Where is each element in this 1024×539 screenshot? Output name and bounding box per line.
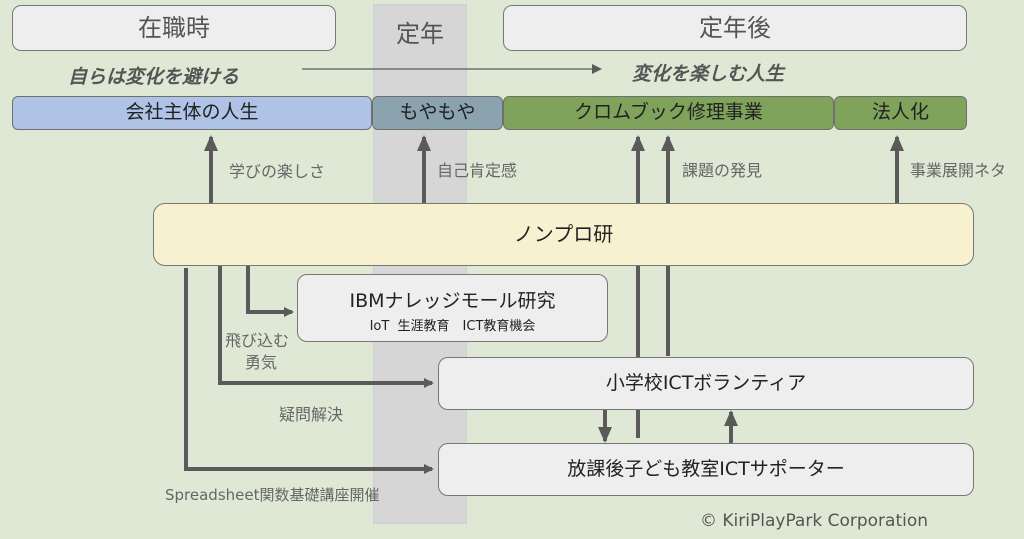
node-nonpro-ken: ノンプロ研	[153, 203, 974, 266]
phase-post-retirement-header: 定年後	[503, 5, 967, 51]
label-courage-line2: 勇気	[245, 353, 278, 372]
arrow-to-ibm	[246, 266, 294, 317]
stage-company-life: 会社主体の人生	[12, 96, 372, 130]
node-afterschool-ict-supporter: 放課後子ども教室ICTサポーター	[438, 443, 974, 496]
arrow-to-elementary	[218, 266, 434, 388]
stage-incorporation: 法人化	[834, 96, 967, 130]
stage-chromebook-repair: クロムブック修理事業	[503, 96, 834, 130]
ibm-subtitle: IoT 生涯教育 ICT教育機会	[369, 319, 536, 334]
label-spreadsheet-course: Spreadsheet関数基礎講座開催	[165, 486, 380, 504]
copyright-footer: © KiriPlayPark Corporation	[700, 511, 929, 531]
label-self-affirmation: 自己肯定感	[437, 161, 518, 180]
node-ibm-knowledge-mall: IBMナレッジモール研究 IoT 生涯教育 ICT教育機会	[297, 274, 608, 342]
ibm-title: IBMナレッジモール研究	[349, 290, 556, 312]
label-question-solving: 疑問解決	[279, 405, 344, 424]
motto-before: 自らは変化を避ける	[68, 66, 240, 88]
label-joy-of-learning: 学びの楽しさ	[229, 162, 326, 181]
label-courage-line1: 飛び込む	[225, 331, 290, 350]
label-problem-discovery: 課題の発見	[682, 161, 763, 180]
node-elementary-ict-volunteer: 小学校ICTボランティア	[438, 357, 974, 410]
label-business-ideas: 事業展開ネタ	[910, 161, 1007, 180]
phase-retirement-label: 定年	[396, 20, 444, 48]
motto-after: 変化を楽しむ人生	[632, 63, 785, 85]
phase-employed-header: 在職時	[12, 5, 336, 51]
arrow-to-afterschool	[184, 268, 434, 474]
stage-uncertainty: もやもや	[372, 96, 503, 130]
